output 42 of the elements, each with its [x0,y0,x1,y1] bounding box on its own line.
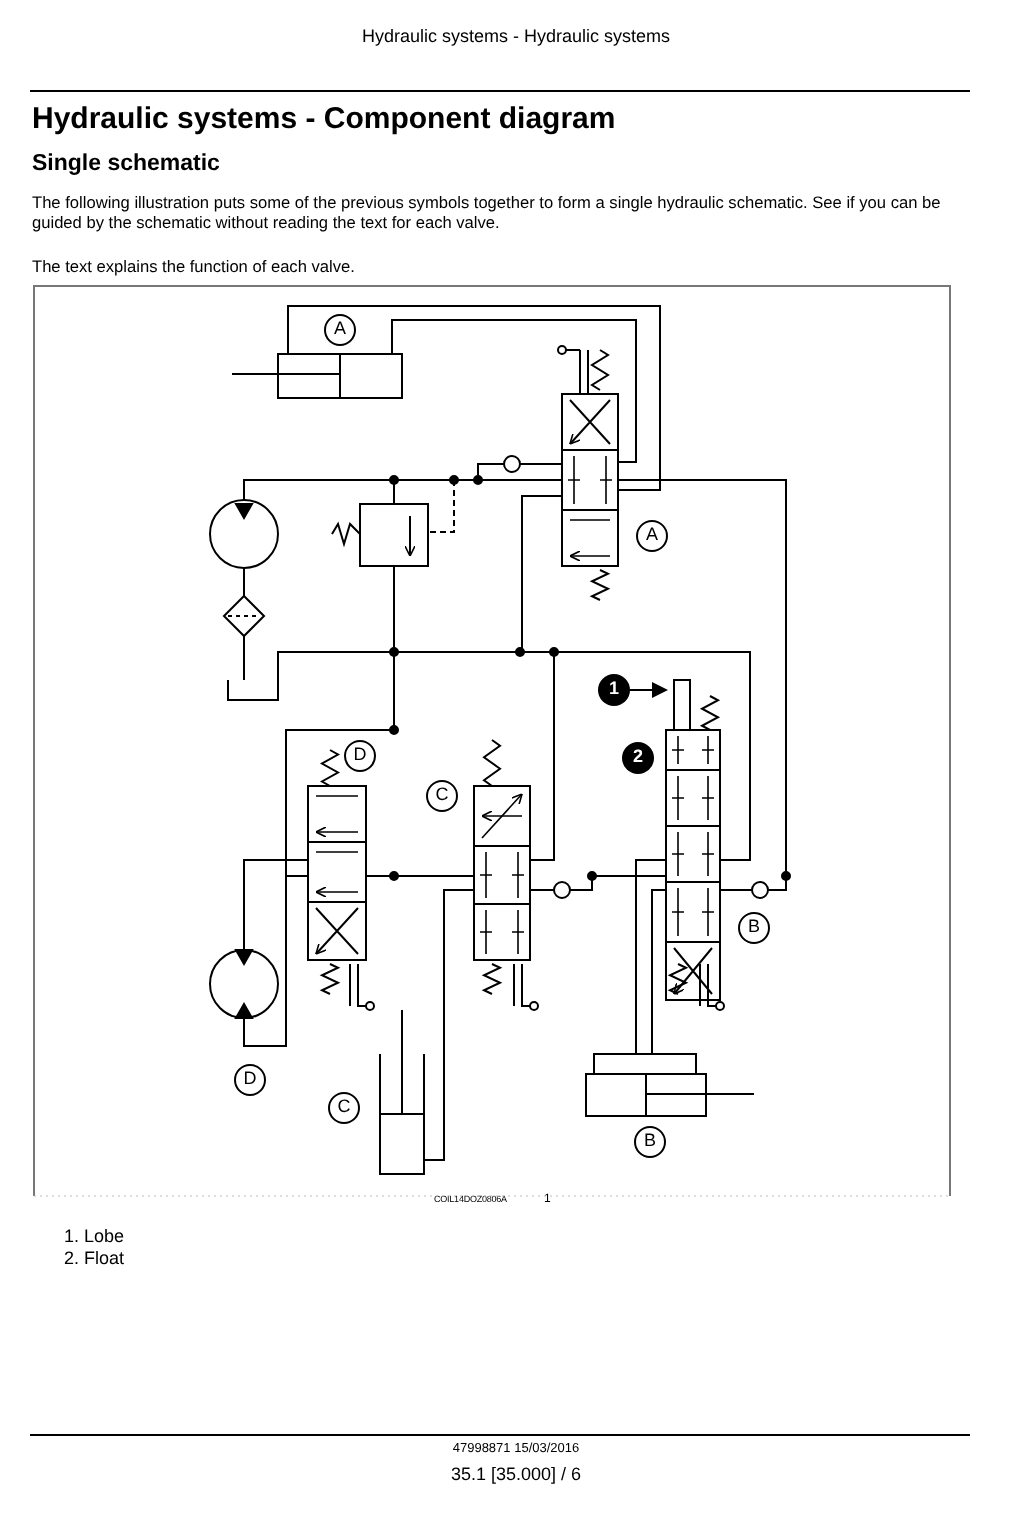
directional-valve-symbol [307,749,375,1011]
hydraulic-line [651,889,667,1055]
filter-symbol [222,594,266,638]
check-valve-symbol [503,455,521,473]
callout-number: 1 [598,674,630,706]
legend-item: 1. Lobe [64,1224,125,1250]
motor-symbol [209,949,279,1019]
hydraulic-line [243,635,245,681]
intro-paragraph: The following illustration puts some of the previous symbols together to form a single hydraulic schematic. See if you can be guided by the schematic without reading the text for each valve. [32,192,943,232]
hydraulic-line [629,682,668,698]
hydraulic-line [569,875,667,891]
hydraulic-line [719,889,753,891]
hydraulic-line [391,319,637,463]
hydraulic-line [287,305,661,491]
check-valve-symbol [751,881,769,899]
hydraulic-line [243,859,309,951]
callout-number: 2 [622,742,654,774]
intro-note: The text explains the function of each valve. [32,254,355,279]
directional-valve-symbol [557,345,619,601]
directional-valve-symbol [665,679,725,1011]
hydraulic-line [617,479,787,891]
hydraulic-line [243,875,309,1047]
directional-valve-symbol [473,739,539,1011]
hydraulic-line [635,859,667,1055]
page-number: 35.1 [35.000] / 6 [448,1462,584,1488]
legend-item: 2. Float [64,1246,125,1272]
section-heading: Single schematic [32,150,220,180]
pump-symbol [209,499,279,569]
hydraulic-line [423,889,475,1161]
cylinder-symbol [231,353,403,399]
cylinder-symbol [379,1009,425,1175]
cylinder-symbol [585,1053,755,1117]
check-valve-symbol [553,881,571,899]
relief-valve-symbol [331,503,429,567]
page-title: Hydraulic systems - Component diagram [32,100,616,140]
hydraulic-line [529,889,555,891]
page-header: Hydraulic systems - Hydraulic systems [359,24,673,50]
hydraulic-line [519,463,563,465]
hydraulic-line [365,875,475,877]
hydraulic-line [277,651,751,861]
tank-symbol [227,679,279,701]
hydraulic-line [243,567,245,597]
